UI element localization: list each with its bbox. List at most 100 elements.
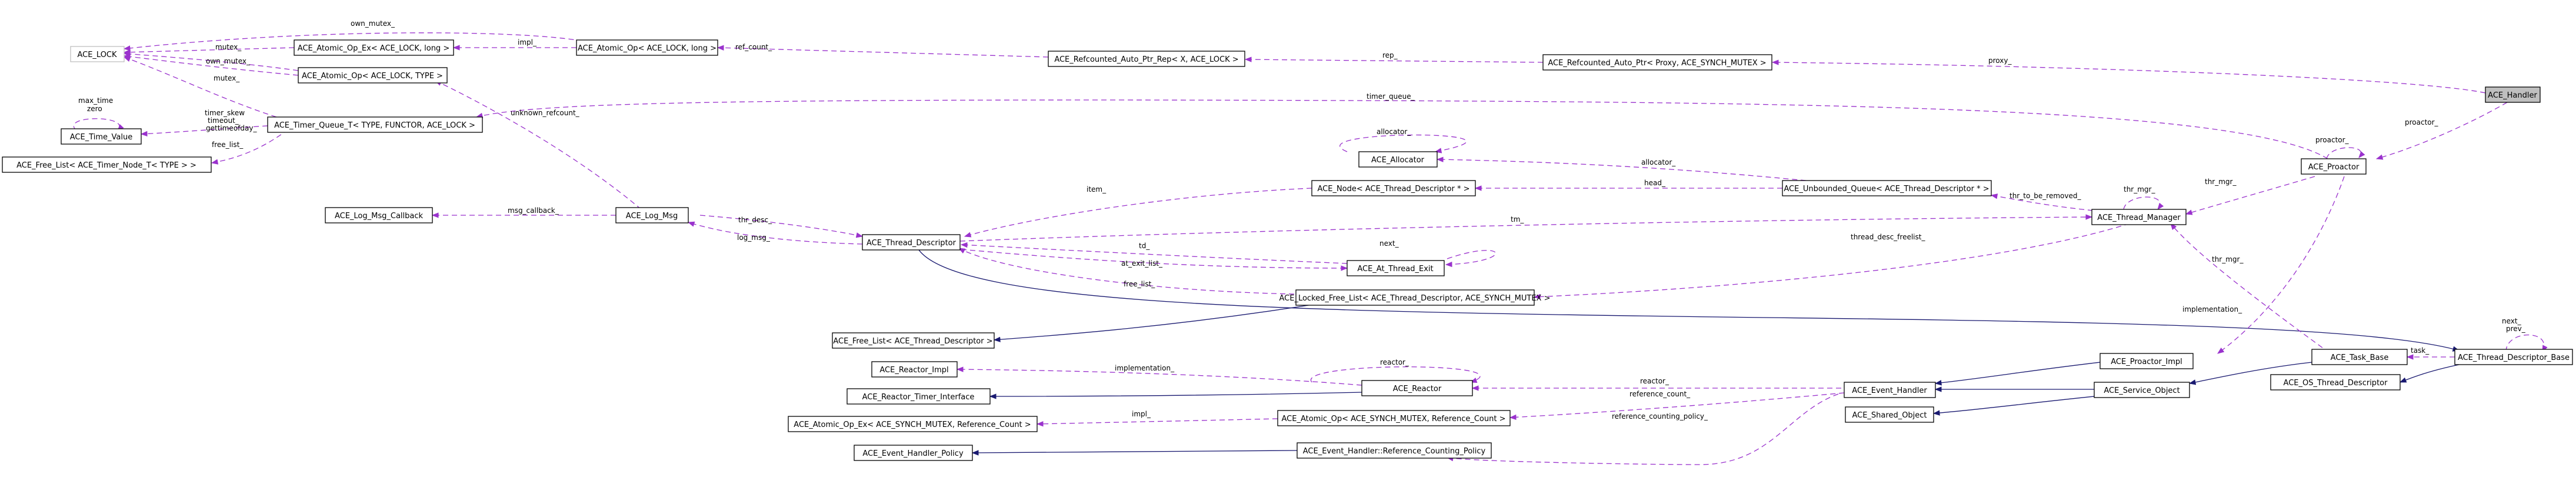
label-allocator-self: allocator_: [1377, 128, 1411, 136]
node-atomic-op-long[interactable]: ACE_Atomic_Op< ACE_LOCK, long >: [576, 39, 718, 56]
node-os-thread-descriptor[interactable]: ACE_OS_Thread_Descriptor: [2270, 374, 2401, 390]
edge-reference-counting-policy: [1446, 393, 1839, 465]
nodes: ACE_Handler ACE_Refcounted_Auto_Ptr< Pro…: [2, 39, 2573, 461]
node-atomic-op-type[interactable]: ACE_Atomic_Op< ACE_LOCK, TYPE >: [298, 67, 448, 84]
edge-mutex-type: [123, 54, 299, 76]
label-own-mutex-type: own_mutex_: [206, 57, 251, 65]
node-proactor-impl[interactable]: ACE_Proactor_Impl: [2100, 353, 2194, 369]
label-thr-to-be-removed: thr_to_be_removed_: [2010, 192, 2081, 200]
svg-text:ACE_Locked_Free_List< ACE_Thre: ACE_Locked_Free_List< ACE_Thread_Descrip…: [1279, 294, 1551, 303]
edge-inherit-td-base: [917, 248, 2460, 352]
label-msg-callback: msg_callback_: [508, 206, 559, 215]
node-task-base[interactable]: ACE_Task_Base: [2311, 349, 2408, 365]
node-atomic-op-ex-long[interactable]: ACE_Atomic_Op_Ex< ACE_LOCK, long >: [294, 39, 454, 56]
edge-free-list-thread: [958, 248, 1295, 295]
label-thread-desc-freelist: thread_desc_freelist_: [1851, 233, 1925, 241]
label-item: item_: [1087, 185, 1107, 193]
svg-text:ACE_Time_Value: ACE_Time_Value: [70, 133, 132, 142]
node-log-msg-callback[interactable]: ACE_Log_Msg_Callback: [325, 207, 433, 223]
svg-text:ACE_OS_Thread_Descriptor: ACE_OS_Thread_Descriptor: [2284, 379, 2388, 388]
svg-text:ACE_Atomic_Op_Ex< ACE_LOCK, lo: ACE_Atomic_Op_Ex< ACE_LOCK, long >: [298, 44, 449, 53]
node-free-list-timer[interactable]: ACE_Free_List< ACE_Timer_Node_T< TYPE > …: [2, 156, 212, 173]
node-reactor-impl[interactable]: ACE_Reactor_Impl: [871, 361, 958, 378]
label-prev-tdb: prev_: [2506, 325, 2526, 333]
label-unknown-refcount: unknown_refcount_: [511, 109, 580, 117]
edge-labels: proxy_ rep_ ref_count_ impl_ own_mutex_ …: [78, 19, 2526, 420]
svg-text:ACE_Free_List< ACE_Thread_Desc: ACE_Free_List< ACE_Thread_Descriptor >: [833, 337, 992, 346]
node-log-msg[interactable]: ACE_Log_Msg: [615, 207, 689, 223]
edge-item: [964, 188, 1312, 238]
label-task: task_: [2411, 346, 2430, 355]
svg-text:ACE_Handler: ACE_Handler: [2488, 91, 2537, 100]
svg-text:ACE_Proactor: ACE_Proactor: [2308, 163, 2360, 172]
node-free-list-thread[interactable]: ACE_Free_List< ACE_Thread_Descriptor >: [832, 332, 995, 349]
label-allocator: allocator_: [1641, 158, 1676, 166]
edge-proactor: [2375, 102, 2508, 160]
label-own-mutex-top: own_mutex_: [351, 19, 395, 28]
edge-proxy: [1771, 59, 2486, 94]
svg-text:ACE_Thread_Manager: ACE_Thread_Manager: [2097, 213, 2181, 222]
label-reference-count: reference_count_: [1629, 390, 1691, 398]
node-thread-manager[interactable]: ACE_Thread_Manager: [2091, 209, 2187, 225]
label-timer-skew-1: timer_skew: [205, 109, 245, 117]
edge-next-self: [1445, 250, 1497, 268]
label-max-time: max_time: [78, 96, 113, 105]
label-head: head_: [1644, 179, 1666, 187]
svg-text:ACE_Reactor_Timer_Interface: ACE_Reactor_Timer_Interface: [862, 393, 975, 402]
svg-text:ACE_Atomic_Op< ACE_SYNCH_MUTEX: ACE_Atomic_Op< ACE_SYNCH_MUTEX, Referenc…: [1282, 415, 1506, 423]
node-at-thread-exit[interactable]: ACE_At_Thread_Exit: [1347, 260, 1445, 276]
svg-text:ACE_Atomic_Op< ACE_LOCK, TYPE: ACE_Atomic_Op< ACE_LOCK, TYPE >: [302, 72, 443, 81]
node-allocator[interactable]: ACE_Allocator: [1358, 151, 1438, 168]
label-td: td_: [1139, 242, 1150, 250]
svg-text:ACE_Refcounted_Auto_Ptr_Rep< X: ACE_Refcounted_Auto_Ptr_Rep< X, ACE_LOCK…: [1054, 55, 1238, 64]
label-implementation-proactor: implementation_: [2182, 305, 2242, 313]
label-timer-skew-3: gettimeofday_: [206, 124, 257, 132]
label-proactor-self: proactor_: [2315, 136, 2350, 144]
node-ref-counting-policy[interactable]: ACE_Event_Handler::Reference_Counting_Po…: [1297, 442, 1492, 459]
edge-timer-queue: [475, 99, 2328, 159]
svg-text:ACE_Atomic_Op< ACE_LOCK, long: ACE_Atomic_Op< ACE_LOCK, long >: [578, 44, 717, 53]
node-event-handler-policy[interactable]: ACE_Event_Handler_Policy: [854, 445, 973, 461]
node-reactor[interactable]: ACE_Reactor: [1361, 380, 1473, 396]
edge-thr-mgr-task: [2170, 223, 2330, 353]
label-impl-refcount: impl_: [1132, 410, 1151, 418]
node-atomic-op-ex-refcount[interactable]: ACE_Atomic_Op_Ex< ACE_SYNCH_MUTEX, Refer…: [788, 416, 1038, 432]
svg-text:ACE_Event_Handler: ACE_Event_Handler: [1852, 386, 1927, 395]
node-thread-descriptor-base[interactable]: ACE_Thread_Descriptor_Base: [2454, 349, 2573, 365]
label-timer-skew: timer_skew timeout_ gettimeofday_: [205, 109, 257, 132]
edge-max-time-zero: [73, 118, 124, 131]
node-atomic-op-refcount[interactable]: ACE_Atomic_Op< ACE_SYNCH_MUTEX, Referenc…: [1277, 410, 1511, 426]
edge-next-prev-self: [2505, 335, 2548, 353]
edge-allocator: [1436, 156, 1824, 183]
svg-text:ACE_Unbounded_Queue< ACE_Threa: ACE_Unbounded_Queue< ACE_Thread_Descript…: [1784, 185, 1989, 193]
label-at-exit-list: at_exit_list_: [1121, 259, 1163, 268]
node-ace-lock[interactable]: ACE_LOCK: [70, 46, 125, 62]
edge-mutex-ex: [123, 47, 295, 55]
svg-text:ACE_Task_Base: ACE_Task_Base: [2331, 353, 2389, 362]
svg-text:ACE_LOCK: ACE_LOCK: [77, 51, 117, 59]
node-service-object[interactable]: ACE_Service_Object: [2094, 382, 2190, 398]
edge-own-mutex-top: [123, 32, 583, 51]
node-refcounted-rep[interactable]: ACE_Refcounted_Auto_Ptr_Rep< X, ACE_LOCK…: [1048, 51, 1245, 67]
edge-allocator-self: [1339, 134, 1467, 153]
label-rep: rep_: [1382, 51, 1398, 59]
node-node-thread-desc[interactable]: ACE_Node< ACE_Thread_Descriptor * >: [1311, 180, 1476, 196]
node-time-value[interactable]: ACE_Time_Value: [61, 128, 142, 145]
edge-inherit-task-service: [2188, 362, 2312, 385]
label-next-prev: next_ prev_: [2502, 317, 2526, 333]
node-timer-queue[interactable]: ACE_Timer_Queue_T< TYPE, FUNCTOR, ACE_LO…: [267, 116, 483, 133]
node-refcounted-proxy[interactable]: ACE_Refcounted_Auto_Ptr< Proxy, ACE_SYNC…: [1542, 54, 1772, 71]
svg-text:ACE_Log_Msg_Callback: ACE_Log_Msg_Callback: [335, 212, 424, 221]
label-mutex-ex: mutex_: [215, 43, 242, 51]
svg-text:ACE_Service_Object: ACE_Service_Object: [2104, 386, 2180, 395]
node-shared-object[interactable]: ACE_Shared_Object: [1845, 406, 1934, 423]
node-locked-free-list[interactable]: ACE_Locked_Free_List< ACE_Thread_Descrip…: [1279, 289, 1551, 306]
svg-text:ACE_At_Thread_Exit: ACE_At_Thread_Exit: [1357, 265, 1433, 273]
node-ace-handler[interactable]: ACE_Handler: [2485, 86, 2541, 103]
node-proactor[interactable]: ACE_Proactor: [2301, 158, 2367, 175]
node-event-handler[interactable]: ACE_Event_Handler: [1844, 382, 1936, 398]
node-thread-descriptor[interactable]: ACE_Thread_Descriptor: [862, 234, 961, 251]
node-reactor-timer-interface[interactable]: ACE_Reactor_Timer_Interface: [847, 388, 991, 405]
node-unbounded-queue[interactable]: ACE_Unbounded_Queue< ACE_Thread_Descript…: [1782, 180, 1992, 196]
